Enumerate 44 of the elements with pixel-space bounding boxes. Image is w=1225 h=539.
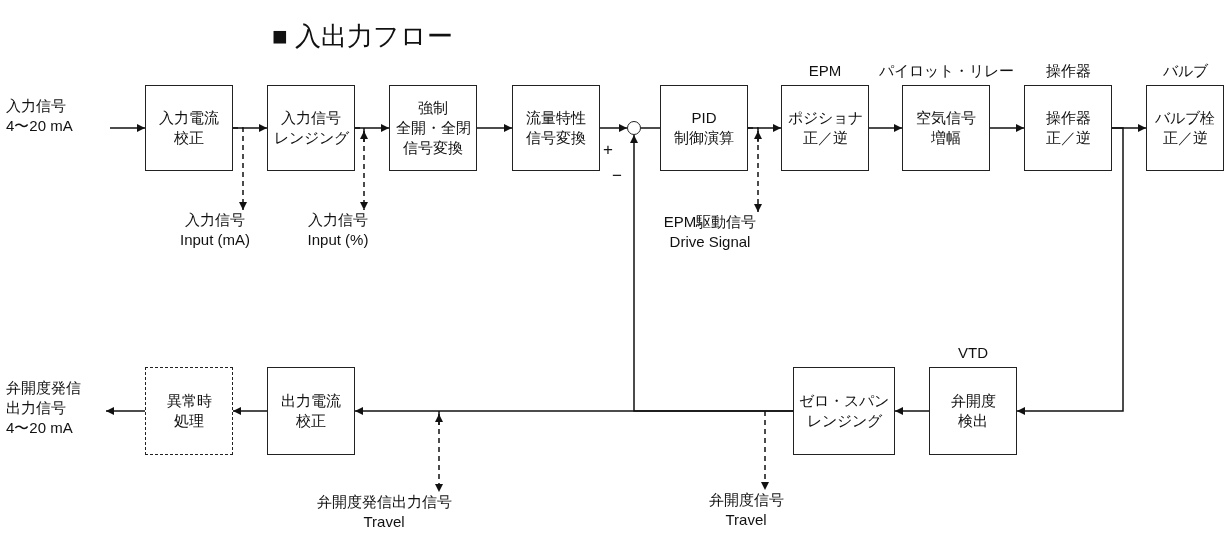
arrow bbox=[109, 124, 146, 132]
process-box: ポジショナ正／逆 bbox=[781, 85, 869, 171]
process-box: 強制全開・全閉信号変換 bbox=[389, 85, 477, 171]
signal-tap-arrow bbox=[761, 410, 769, 491]
optional-process-box: 異常時処理 bbox=[145, 367, 233, 455]
signal-label: 入力信号 Input (%) bbox=[283, 210, 393, 254]
sign-label: + bbox=[603, 140, 613, 160]
signal-tap-arrow bbox=[354, 127, 368, 211]
process-box: バルブ栓正／逆 bbox=[1146, 85, 1224, 171]
arrow bbox=[868, 124, 903, 132]
process-box: PID 制御演算 bbox=[660, 85, 748, 171]
process-box: 入力電流校正 bbox=[145, 85, 233, 171]
process-box: 操作器正／逆 bbox=[1024, 85, 1112, 171]
process-box: 出力電流校正 bbox=[267, 367, 355, 455]
block-heading: VTD bbox=[958, 343, 988, 363]
process-box: 流量特性信号変換 bbox=[512, 85, 600, 171]
arrow bbox=[599, 124, 628, 132]
arrow bbox=[989, 124, 1025, 132]
signal-label: EPM駆動信号 Drive Signal bbox=[650, 212, 770, 256]
arrow bbox=[476, 124, 513, 132]
signal-label: 弁開度発信出力信号 4〜20 mA bbox=[6, 378, 106, 444]
signal-tap-arrow bbox=[747, 127, 762, 213]
signal-label: 入力信号 Input (mA) bbox=[160, 210, 270, 254]
block-heading: 操作器 bbox=[1045, 61, 1091, 81]
block-heading: パイロット・リレー bbox=[878, 61, 1014, 81]
arrow bbox=[105, 407, 146, 415]
signal-label: 弁開度信号 Travel bbox=[696, 490, 796, 534]
arrow bbox=[630, 134, 794, 412]
arrow bbox=[894, 407, 930, 415]
arrow bbox=[232, 407, 268, 415]
sign-label: − bbox=[612, 166, 622, 186]
signal-label: 弁開度発信出力信号 Travel bbox=[304, 492, 464, 536]
signal-tap-arrow bbox=[232, 127, 247, 211]
block-heading: EPM bbox=[808, 61, 842, 81]
summing-junction bbox=[627, 121, 641, 135]
block-heading: バルブ bbox=[1162, 61, 1208, 81]
signal-label: 入力信号 4〜20 mA bbox=[6, 96, 110, 138]
signal-tap-arrow bbox=[435, 410, 443, 493]
process-box: 空気信号増幅 bbox=[902, 85, 990, 171]
title: ■ 入出力フロー bbox=[272, 20, 453, 52]
arrow bbox=[1016, 127, 1124, 415]
process-box: ゼロ・スパンレンジング bbox=[793, 367, 895, 455]
process-box: 入力信号レンジング bbox=[267, 85, 355, 171]
process-box: 弁開度検出 bbox=[929, 367, 1017, 455]
